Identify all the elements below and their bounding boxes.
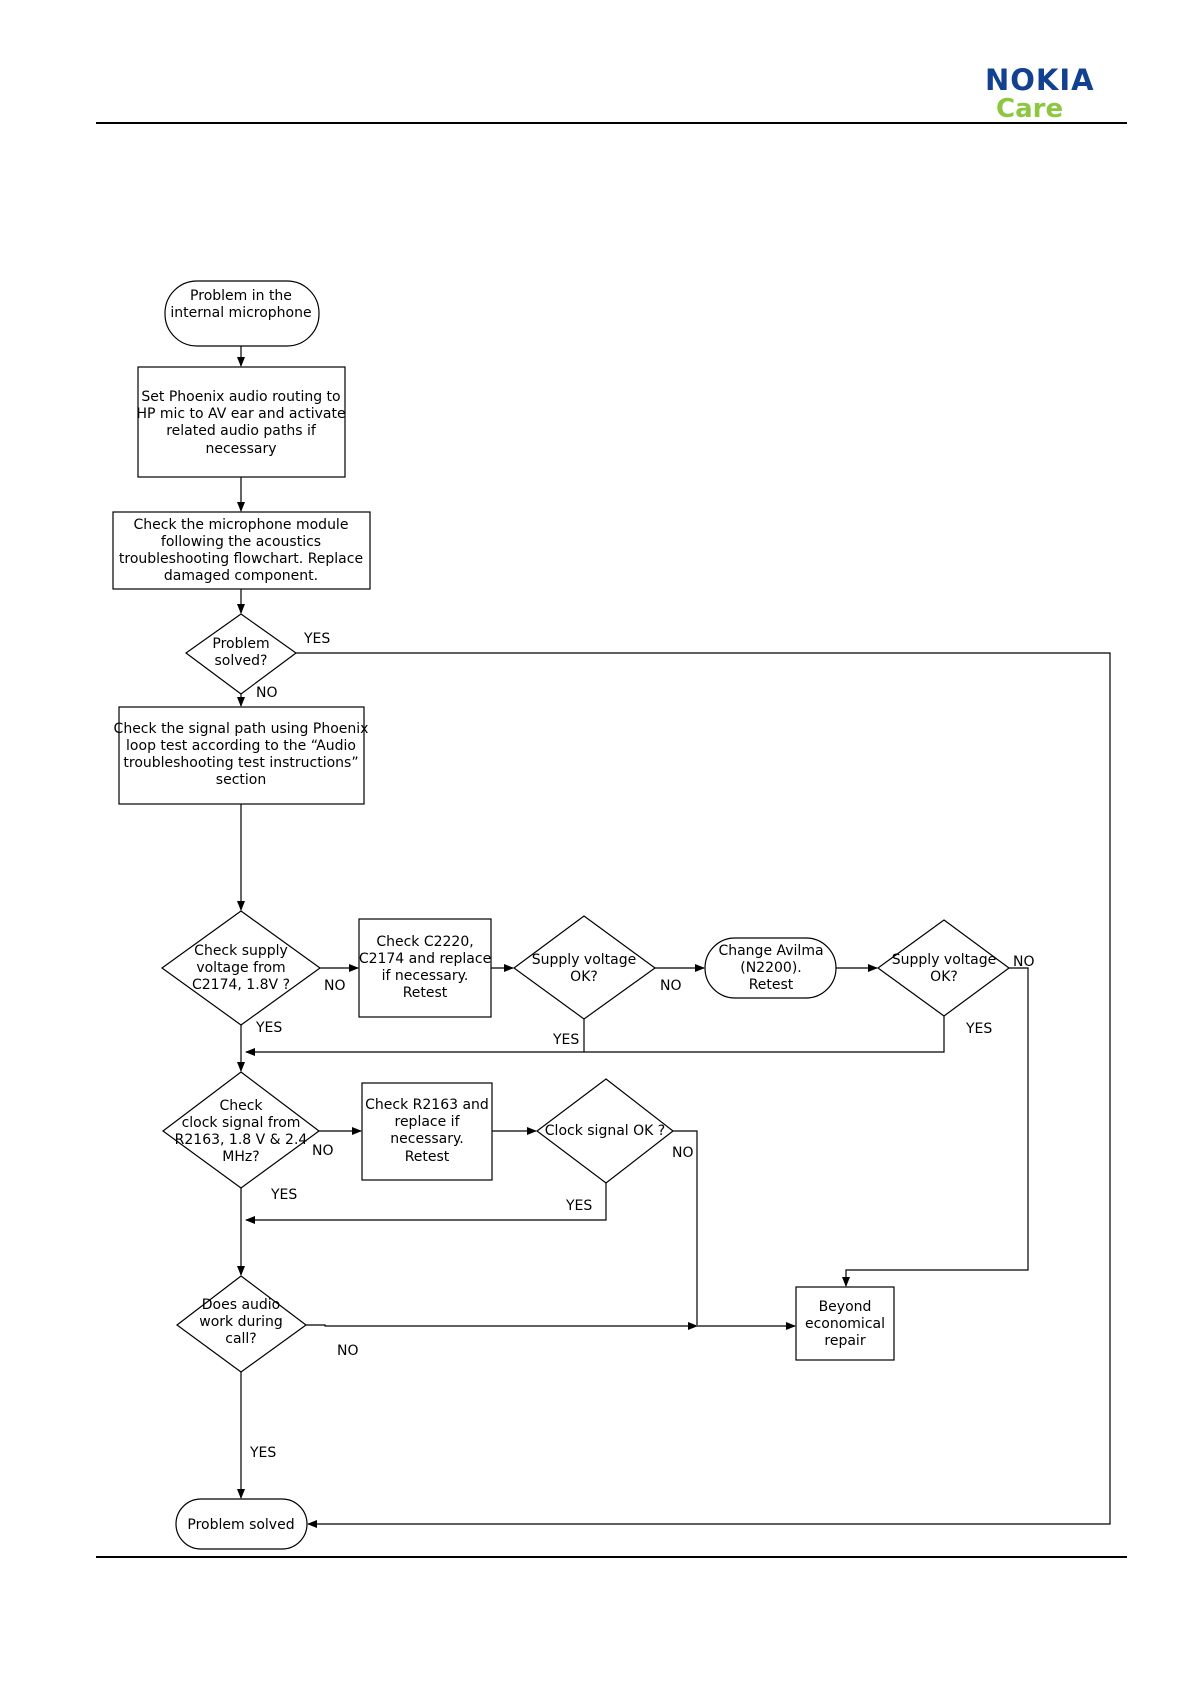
node-check-mic-line-4: damaged component. — [164, 568, 318, 584]
edge-clockok-no — [673, 1130, 698, 1325]
node-audio-call-line-2: work during — [199, 1314, 283, 1330]
node-beyond-repair-line-1: Beyond — [819, 1299, 872, 1315]
node-check-supply-line-3: C2174, 1.8V ? — [192, 977, 290, 993]
node-supply-ok-2-line-2: OK? — [930, 969, 958, 985]
edge-solved-yes — [296, 652, 1111, 1528]
node-end-line-1: Problem solved — [187, 1517, 294, 1533]
node-check-c2220-line-1: Check C2220, — [376, 934, 473, 950]
node-change-avilma-line-1: Change Avilma — [718, 943, 823, 959]
node-check-r2163-line-4: Retest — [405, 1149, 450, 1165]
edge-ok2-no — [842, 967, 1029, 1287]
node-check-mic-line-2: following the acoustics — [161, 534, 321, 550]
node-clock-ok: Clock signal OK ? — [536, 1078, 674, 1184]
label-supply-ok-1-yes: YES — [552, 1032, 579, 1048]
label-audio-yes: YES — [249, 1445, 276, 1461]
label-clock-ok-yes: YES — [565, 1198, 592, 1214]
header-rule — [96, 122, 1127, 124]
node-check-r2163-line-3: necessary. — [390, 1131, 463, 1147]
node-set-routing-line-2: HP mic to AV ear and activate — [136, 406, 345, 422]
node-check-clock-line-2: clock signal from — [182, 1115, 301, 1131]
label-clock-yes: YES — [270, 1187, 297, 1203]
node-problem-solved-q: Problem solved? — [184, 613, 298, 695]
node-change-avilma-line-2: (N2200). — [740, 960, 801, 976]
node-check-r2163-line-1: Check R2163 and — [365, 1097, 489, 1113]
node-set-routing-line-3: related audio paths if — [166, 423, 317, 439]
node-start-line-2: internal microphone — [170, 305, 311, 321]
node-beyond-repair: Beyond economical repair — [795, 1286, 895, 1361]
node-beyond-repair-line-2: economical — [805, 1316, 885, 1332]
node-start: Problem in the internal microphone — [164, 280, 320, 347]
node-check-signal-line-2: loop test according to the “Audio — [126, 738, 356, 754]
node-clock-ok-line-1: Clock signal OK ? — [545, 1123, 665, 1139]
node-supply-ok-1-line-1: Supply voltage — [532, 952, 636, 968]
node-check-mic-line-1: Check the microphone module — [134, 517, 349, 533]
node-set-routing-line-4: necessary — [205, 441, 276, 457]
node-check-mic-line-3: troubleshooting flowchart. Replace — [119, 551, 363, 567]
label-supply-ok-1-no: NO — [660, 978, 682, 994]
logo-brand: NOKIA — [985, 63, 1095, 97]
label-supply-ok-2-no: NO — [1013, 954, 1035, 970]
node-check-signal: Check the signal path using Phoenix loop… — [114, 706, 369, 805]
label-clock-no: NO — [312, 1143, 334, 1159]
node-check-clock-line-3: R2163, 1.8 V & 2.4 — [175, 1132, 308, 1148]
label-solved-yes: YES — [303, 631, 330, 647]
node-check-clock: Check clock signal from R2163, 1.8 V & 2… — [161, 1071, 321, 1189]
node-check-signal-line-3: troubleshooting test instructions” — [123, 755, 358, 771]
edge-audio-no — [306, 1322, 698, 1330]
label-supply-ok-2-yes: YES — [965, 1021, 992, 1037]
node-check-signal-line-4: section — [216, 772, 266, 788]
label-solved-no: NO — [256, 685, 278, 701]
node-supply-ok-1: Supply voltage OK? — [512, 915, 657, 1020]
edge-labels: YES NO NO YES NO YES NO YES NO YES NO YE… — [249, 631, 1035, 1461]
logo-sub: Care — [996, 94, 1064, 124]
node-check-r2163: Check R2163 and replace if necessary. Re… — [361, 1082, 493, 1181]
node-set-routing-line-1: Set Phoenix audio routing to — [141, 389, 340, 405]
node-beyond-repair-line-3: repair — [824, 1333, 865, 1349]
node-problem-solved-q-line-2: solved? — [215, 653, 268, 669]
edge-ok2-yes — [245, 1016, 945, 1056]
node-check-clock-line-1: Check — [219, 1098, 263, 1114]
label-supply-yes: YES — [255, 1020, 282, 1036]
connectors — [237, 346, 1111, 1528]
node-check-mic: Check the microphone module following th… — [112, 511, 371, 590]
node-supply-ok-2: Supply voltage OK? — [876, 919, 1011, 1017]
label-clock-ok-no: NO — [672, 1145, 694, 1161]
edge-clockok-yes — [245, 1183, 607, 1224]
node-check-c2220-line-2: C2174 and replace — [359, 951, 491, 967]
node-check-supply-line-1: Check supply — [194, 943, 288, 959]
node-check-supply: Check supply voltage from C2174, 1.8V ? — [160, 910, 322, 1026]
node-check-supply-line-2: voltage from — [196, 960, 285, 976]
label-supply-no: NO — [324, 978, 346, 994]
node-audio-call: Does audio work during call? — [175, 1275, 308, 1373]
node-check-signal-line-1: Check the signal path using Phoenix — [114, 721, 369, 737]
nokia-care-logo: NOKIA Care — [985, 64, 1125, 124]
node-check-c2220-line-4: Retest — [403, 985, 448, 1001]
node-set-routing: Set Phoenix audio routing to HP mic to A… — [136, 366, 346, 478]
node-problem-solved-q-line-1: Problem — [212, 636, 269, 652]
footer-rule — [96, 1556, 1127, 1558]
node-change-avilma-line-3: Retest — [749, 977, 794, 993]
node-check-c2220-line-3: if necessary. — [382, 968, 469, 984]
node-check-c2220: Check C2220, C2174 and replace if necess… — [358, 918, 492, 1018]
node-audio-call-line-1: Does audio — [202, 1297, 281, 1313]
node-check-clock-line-4: MHz? — [222, 1149, 259, 1165]
node-audio-call-line-3: call? — [225, 1331, 257, 1347]
node-end: Problem solved — [175, 1498, 308, 1550]
node-start-line-1: Problem in the — [190, 288, 292, 304]
node-change-avilma: Change Avilma (N2200). Retest — [704, 937, 837, 999]
node-check-r2163-line-2: replace if — [395, 1114, 461, 1130]
label-audio-no: NO — [337, 1343, 359, 1359]
node-supply-ok-1-line-2: OK? — [570, 969, 598, 985]
node-supply-ok-2-line-1: Supply voltage — [892, 952, 996, 968]
